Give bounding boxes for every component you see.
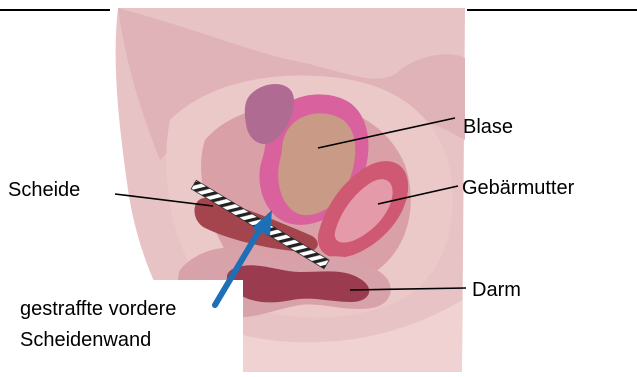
- label-scheide: Scheide: [8, 179, 80, 201]
- label-vorderwand-line2: Scheidenwand: [20, 329, 151, 351]
- label-gebaermutter: Gebärmutter: [462, 177, 575, 199]
- label-blase: Blase: [463, 116, 513, 138]
- label-vorderwand-line1: gestraffte vordere: [20, 298, 176, 320]
- caption-background: [0, 280, 243, 372]
- label-darm: Darm: [472, 279, 521, 301]
